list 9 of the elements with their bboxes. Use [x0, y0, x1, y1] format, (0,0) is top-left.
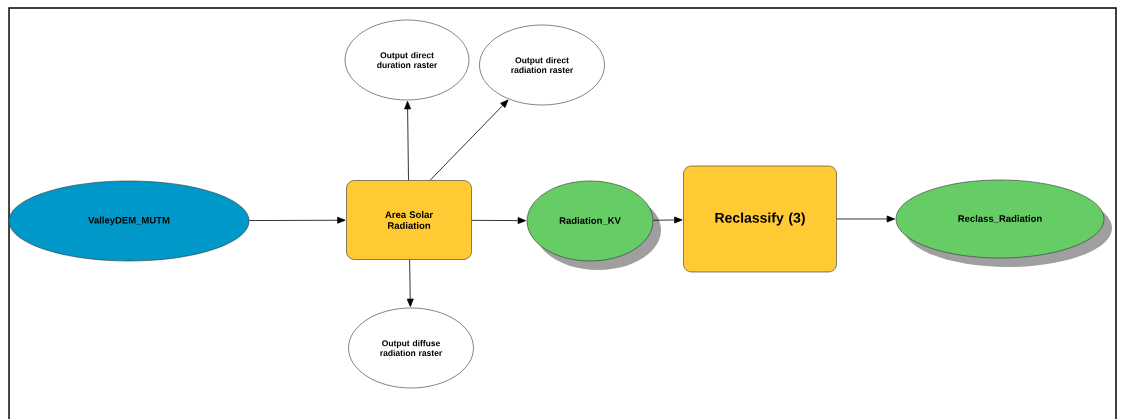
arrow — [404, 101, 412, 181]
tool-box: Reclassify (3) — [683, 165, 837, 273]
arrow — [429, 99, 509, 181]
arrow — [406, 259, 414, 307]
arrow — [248, 216, 346, 224]
arrow — [471, 217, 526, 224]
arrow — [836, 215, 895, 223]
arrow — [652, 216, 683, 224]
tool-box: Area Solar Radiation — [346, 180, 472, 260]
